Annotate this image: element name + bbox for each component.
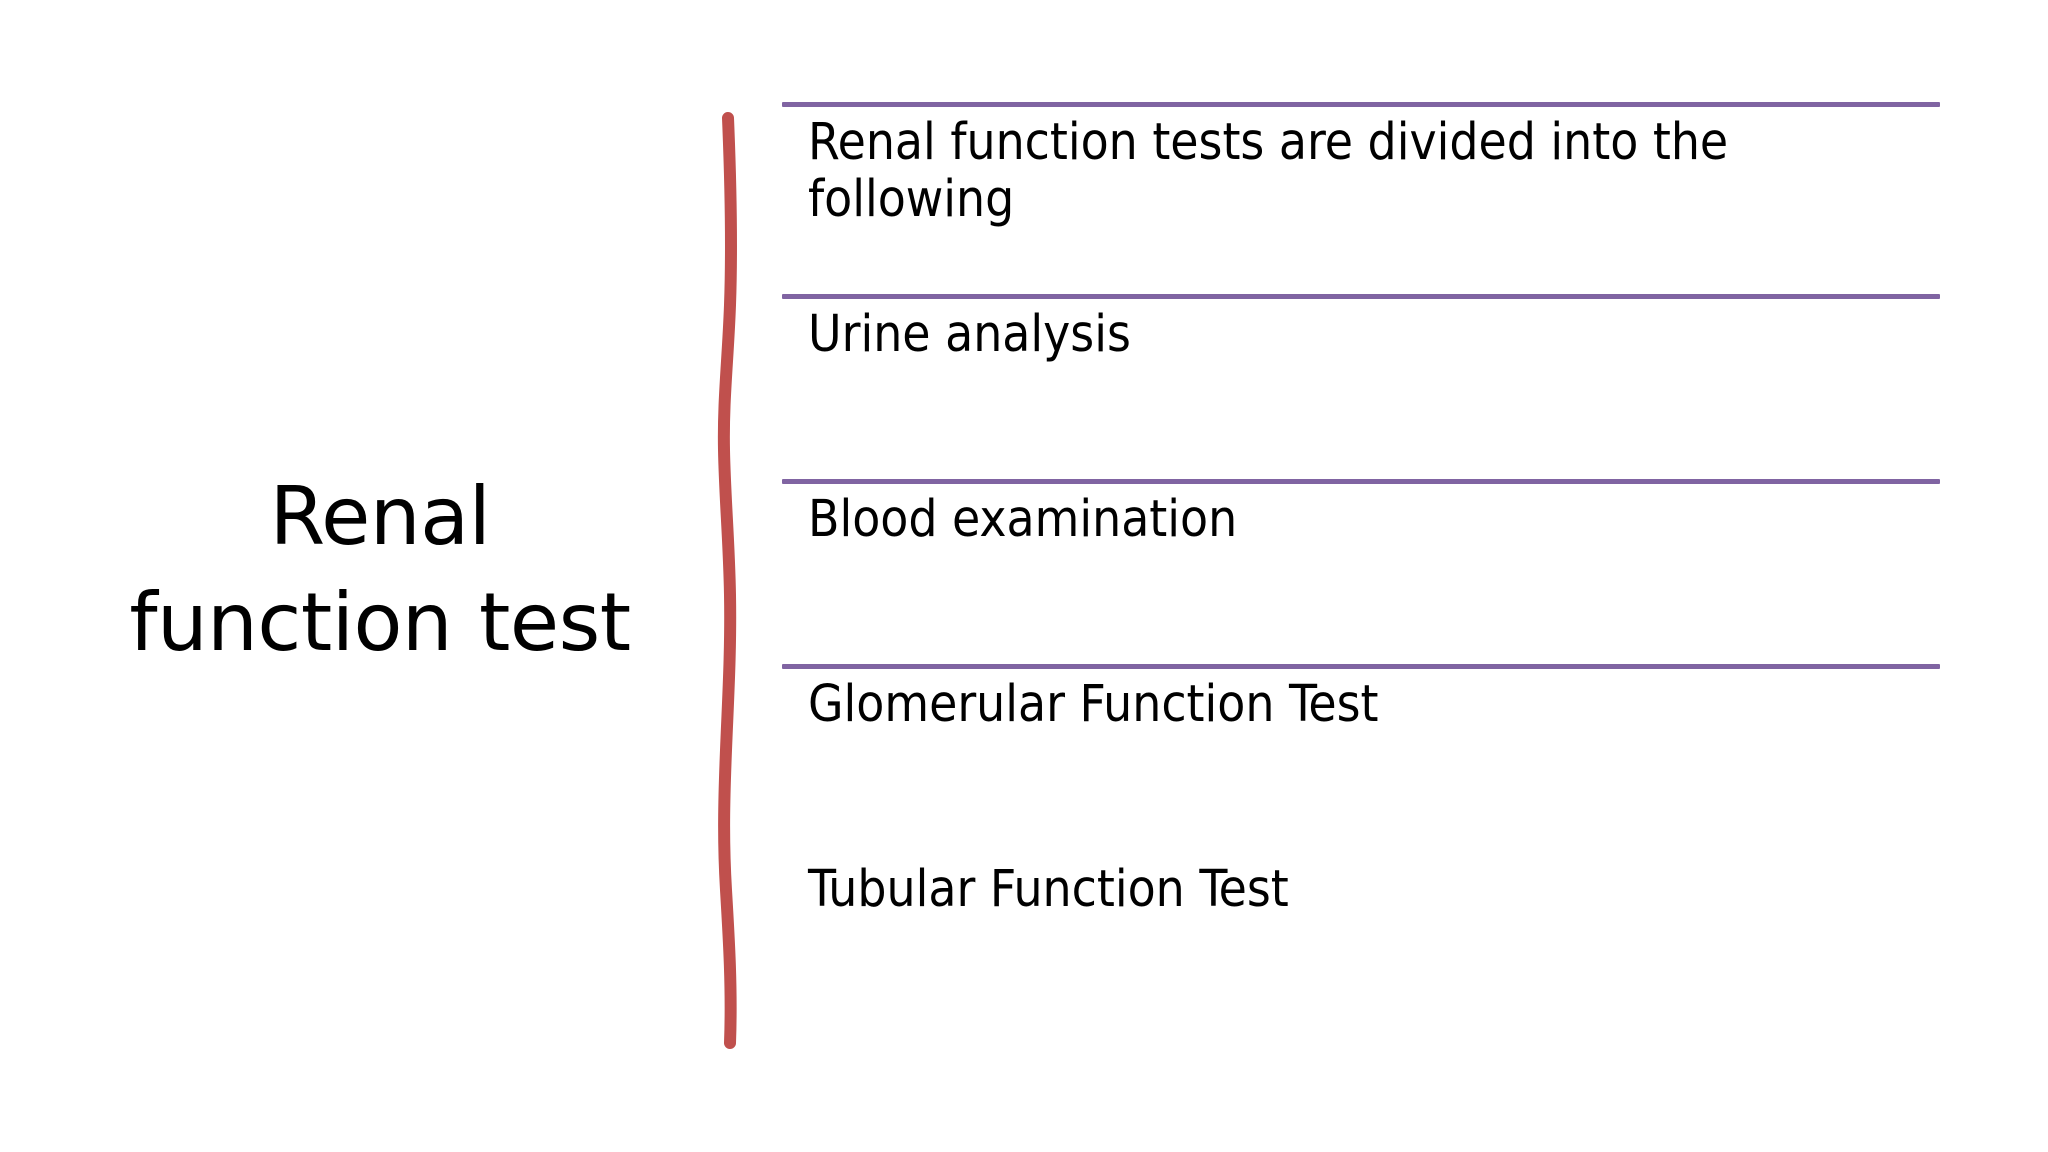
divider-rule — [782, 479, 1940, 484]
list-item[interactable]: Tubular Function Test — [782, 849, 1940, 1034]
list-item-label: Tubular Function Test — [808, 860, 1289, 919]
list-item[interactable]: Urine analysis — [782, 294, 1940, 479]
divider-rule — [782, 294, 1940, 299]
slide-title-block: Renal function test — [120, 330, 640, 810]
list-item-label: Renal function tests are divided into th… — [808, 113, 1729, 230]
list-item[interactable]: Blood examination — [782, 479, 1940, 664]
list-item-label: Urine analysis — [808, 305, 1131, 364]
list-item-label: Blood examination — [808, 490, 1238, 549]
vertical-curved-list: Renal function tests are divided into th… — [782, 96, 1940, 1096]
red-curved-stroke-svg — [717, 112, 738, 1049]
list-item-label: Glomerular Function Test — [808, 675, 1379, 734]
divider-rule — [782, 102, 1940, 107]
page-title: Renal function test — [129, 470, 631, 669]
list-item[interactable]: Renal function tests are divided into th… — [782, 102, 1940, 287]
divider-rule — [782, 664, 1940, 669]
red-curved-stroke-icon — [690, 100, 770, 1070]
list-item[interactable]: Glomerular Function Test — [782, 664, 1940, 849]
